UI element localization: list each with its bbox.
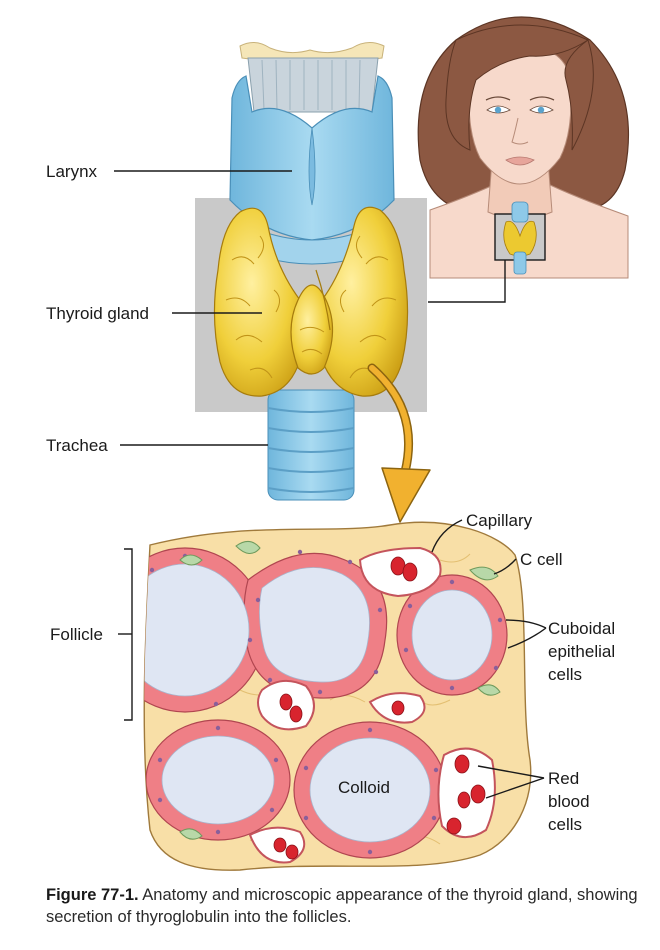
label-capillary: Capillary: [466, 511, 533, 530]
zoom-arrow: [367, 363, 431, 523]
woman-portrait: [417, 16, 630, 279]
thyroid-figure: Larynx Thyroid gland Trachea Follicle Ca…: [46, 16, 630, 871]
label-cuboidal-line1: Cuboidal: [548, 619, 615, 638]
label-c-cell: C cell: [520, 550, 563, 569]
label-follicle: Follicle: [50, 625, 103, 644]
label-cuboidal-line3: cells: [548, 665, 582, 684]
figure-caption: Figure 77-1. Anatomy and microscopic app…: [46, 884, 646, 928]
label-red-line1: Red: [548, 769, 579, 788]
label-red-line2: blood: [548, 792, 590, 811]
label-cuboidal-line2: epithelial: [548, 642, 615, 661]
trachea: [267, 389, 355, 501]
label-colloid: Colloid: [338, 778, 390, 797]
label-larynx: Larynx: [46, 162, 98, 181]
caption-figure-number: Figure 77-1.: [46, 886, 139, 904]
follicle-tissue: [143, 521, 532, 871]
label-thyroid-gland: Thyroid gland: [46, 304, 149, 323]
caption-text: Anatomy and microscopic appearance of th…: [46, 886, 638, 926]
label-red-line3: cells: [548, 815, 582, 834]
thyroid-gland: [213, 206, 409, 397]
label-trachea: Trachea: [46, 436, 108, 455]
larynx: [229, 42, 395, 265]
